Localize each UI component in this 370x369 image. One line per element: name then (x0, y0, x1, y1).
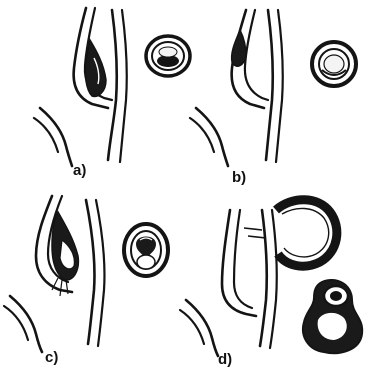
panel-c (4, 196, 168, 352)
vessel-bifurcation-c (4, 196, 105, 352)
panel-label-b: b) (232, 170, 246, 185)
cross-section-b (312, 42, 356, 86)
panel-b (190, 10, 356, 166)
ruptured-plaque-c (52, 212, 78, 296)
panel-a (34, 8, 190, 166)
plaque-a (85, 40, 106, 96)
panel-label-d: d) (218, 352, 232, 367)
plaque-b (232, 30, 246, 66)
cross-section-c (124, 224, 168, 276)
vessel-bifurcation-d (180, 210, 277, 356)
aneurysm-d (244, 200, 337, 266)
vessel-bifurcation-b (190, 10, 283, 166)
panel-d (180, 200, 362, 356)
vessel-bifurcation-a (34, 8, 127, 166)
cross-section-a (146, 36, 190, 76)
panel-label-c: c) (45, 350, 58, 365)
panel-label-a: a) (73, 163, 86, 178)
cross-section-d (303, 280, 362, 353)
